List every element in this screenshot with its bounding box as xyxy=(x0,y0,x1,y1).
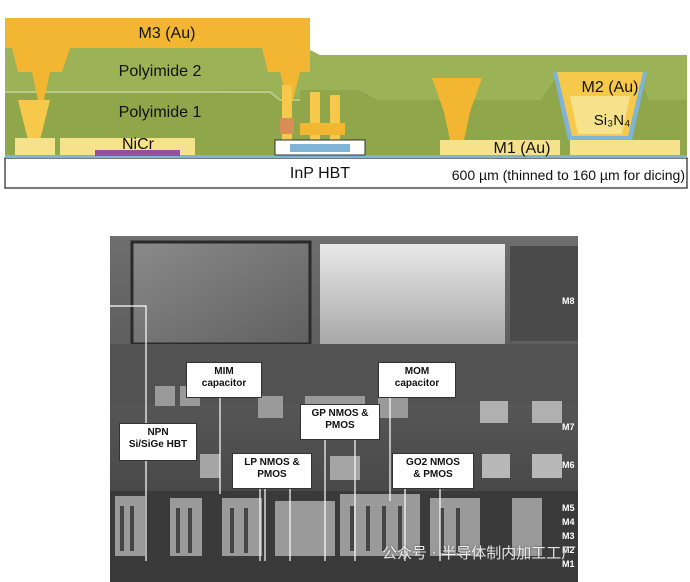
polyimide-2-layer xyxy=(5,45,687,100)
lp-nmos-pmos-label: LP NMOS & PMOS xyxy=(232,453,312,489)
npn-sige-hbt-label: NPN Si/SiGe HBT xyxy=(119,423,197,461)
mim-capacitor-label: MIM capacitor xyxy=(186,362,262,398)
m2-label: M2 (Au) xyxy=(582,79,639,96)
pointer-lines xyxy=(110,305,441,561)
mom-capacitor-label: MOM capacitor xyxy=(378,362,456,398)
m1-pad xyxy=(440,140,560,155)
hbt-via-3 xyxy=(330,95,340,143)
hbt-contact-1 xyxy=(280,118,294,134)
m8-left-block xyxy=(130,240,312,346)
hbt-contact-2 xyxy=(300,123,345,135)
m6-row xyxy=(200,454,562,480)
m8-far-right xyxy=(510,246,578,341)
m1-via xyxy=(432,78,482,140)
m5-m1-gaps xyxy=(120,506,460,553)
si3n4-label: Si₃N₄ xyxy=(594,112,630,129)
substrate-label: 600 µm (thinned to 160 µm for dicing) xyxy=(452,167,685,183)
substrate xyxy=(4,157,688,189)
m3-label: M3 (Au) xyxy=(139,25,196,42)
m1-label: M1 (Au) xyxy=(494,140,551,157)
gp-nmos-pmos-label: GP NMOS & PMOS xyxy=(300,404,380,440)
base-dielectric xyxy=(5,155,687,158)
hbt-core xyxy=(290,144,350,152)
nicr-resistor xyxy=(95,150,180,156)
go2-nmos-pmos-label: GO2 NMOS & PMOS xyxy=(392,453,474,489)
left-pad xyxy=(15,138,55,155)
polyimide-1-layer xyxy=(5,78,687,155)
metal-label-m5: M5 xyxy=(562,503,575,513)
metal-label-m1: M1 xyxy=(562,559,575,569)
nicr-label: NiCr xyxy=(122,136,155,153)
polyimide-1-label: Polyimide 1 xyxy=(119,104,202,121)
metal-label-m6: M6 xyxy=(562,460,575,470)
m3-left-via xyxy=(18,100,50,140)
inp-hbt-cross-section: M3 (Au) Polyimide 2 Polyimide 1 NiCr InP… xyxy=(4,18,688,189)
hbt-via-2 xyxy=(310,92,320,140)
watermark: 公众号 · 半导体制内加工工厂 xyxy=(382,544,577,562)
metal-label-m8: M8 xyxy=(562,296,575,306)
metal-label-m2: M2 xyxy=(562,545,575,555)
metal-label-m7: M7 xyxy=(562,422,575,432)
metal-label-m4: M4 xyxy=(562,517,575,527)
hbt-via-1 xyxy=(282,85,292,145)
polyimide-2-label: Polyimide 2 xyxy=(119,63,202,80)
m2-inner xyxy=(570,96,630,134)
metal-label-m3: M3 xyxy=(562,531,575,541)
m3-gold-layer xyxy=(5,18,310,100)
m8-right-block xyxy=(320,244,505,344)
m2-base xyxy=(570,140,680,155)
hbt-label: InP HBT xyxy=(290,165,350,182)
